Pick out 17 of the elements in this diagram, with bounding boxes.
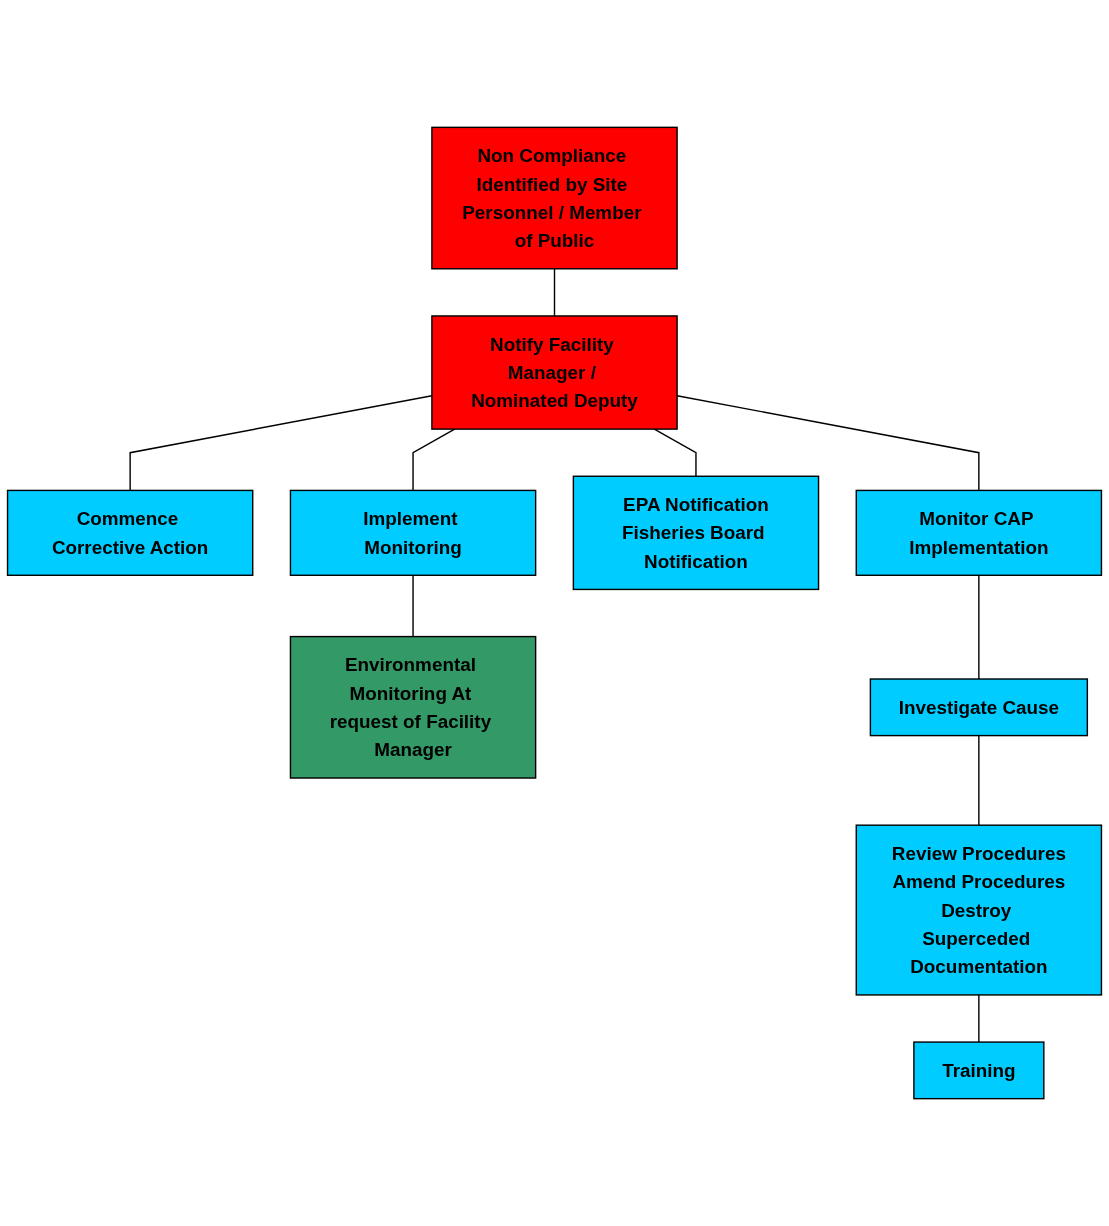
node-box: Investigate Cause [869,678,1089,737]
connector [653,428,697,477]
node-box: Non Compliance Identified by Site Personnel / Member of Public [431,126,678,270]
connector [978,574,980,680]
node-box: Notify Facility Manager / Nominated Deputy [431,315,678,430]
connector [412,574,414,638]
node-box: Environmental Monitoring At request of Facility Manager [289,635,537,779]
connector [978,734,980,826]
node-box: Review Procedures Amend Procedures Destroy Superceded Documentation [855,824,1103,996]
node-box: Implement Monitoring [289,489,537,576]
connector [553,268,556,317]
connector [978,994,980,1043]
node-box: EPA Notification Fisheries Board Notification [572,475,820,591]
node-box: Training [913,1041,1045,1100]
connector [412,428,456,492]
node-box: Monitor CAP Implementation [855,489,1103,576]
node-box: Commence Corrective Action [6,489,254,576]
